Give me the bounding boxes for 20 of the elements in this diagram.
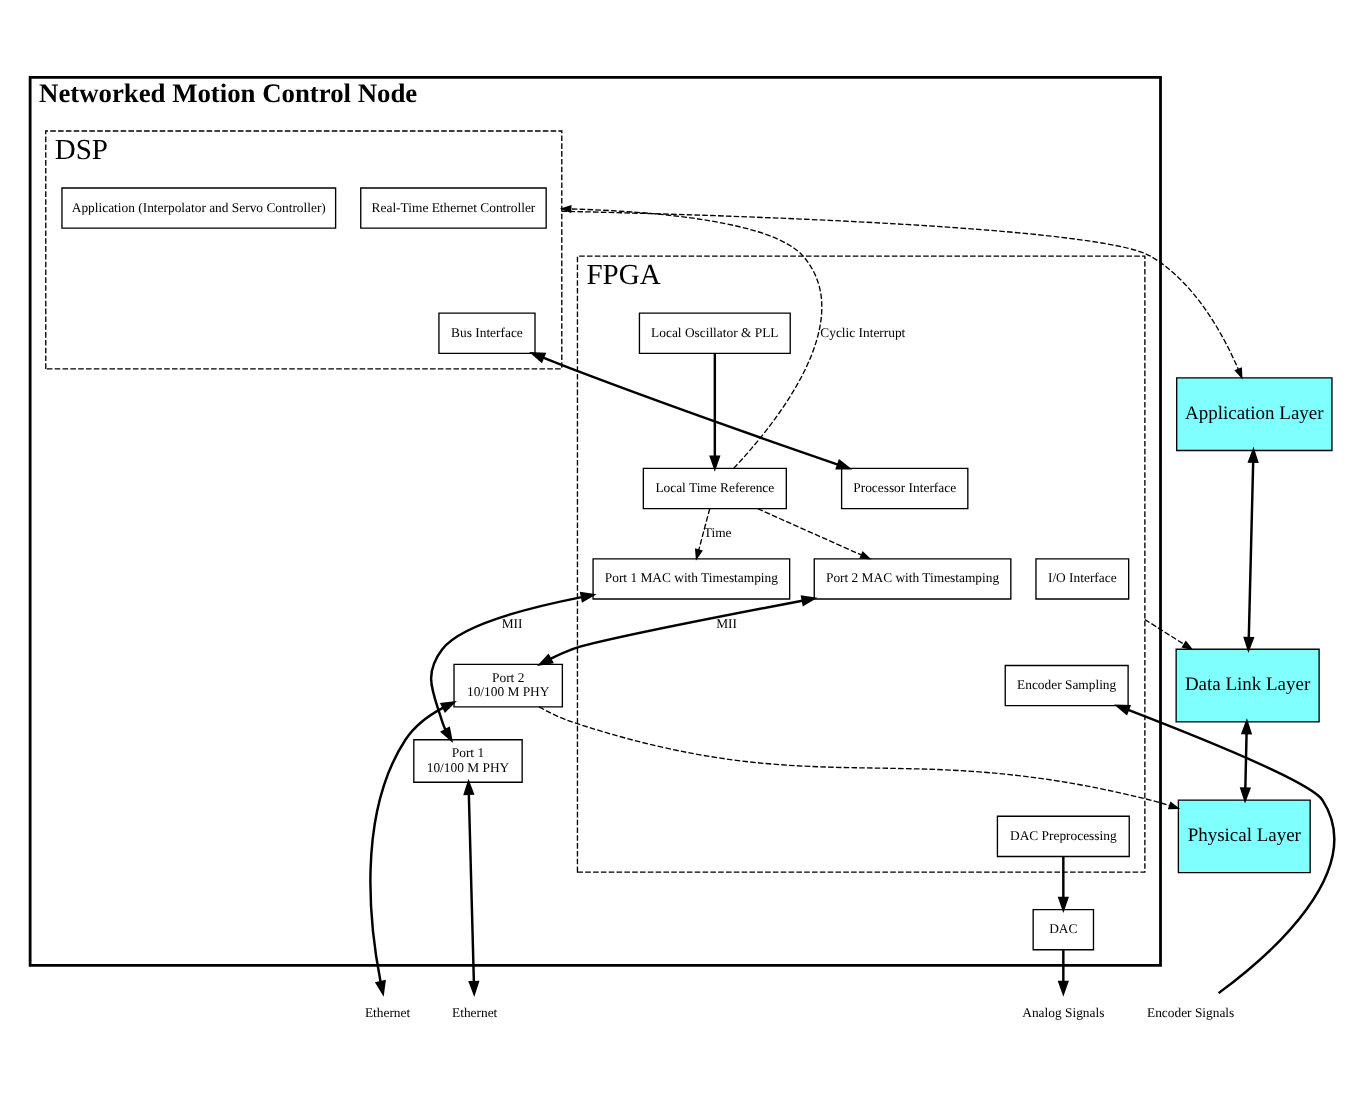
arrow <box>559 204 823 469</box>
arrow <box>709 353 721 472</box>
node-box: Application Layer <box>1176 377 1333 452</box>
arrow <box>1114 704 1336 995</box>
node-box: Data Link Layer <box>1175 648 1320 723</box>
arrow <box>429 591 597 743</box>
arrow <box>529 352 853 470</box>
arrow <box>561 210 1243 380</box>
arrow <box>1057 856 1069 913</box>
arrow <box>695 508 711 561</box>
arrow <box>369 701 457 997</box>
arrow <box>1243 446 1259 653</box>
arrow <box>1239 718 1253 804</box>
arrow <box>537 595 818 666</box>
arrow <box>1144 618 1194 651</box>
arrow <box>1057 950 1069 997</box>
arrow <box>538 706 1181 810</box>
arrow <box>463 778 480 997</box>
node-box: Physical Layer <box>1177 799 1311 874</box>
arrow <box>757 508 872 560</box>
